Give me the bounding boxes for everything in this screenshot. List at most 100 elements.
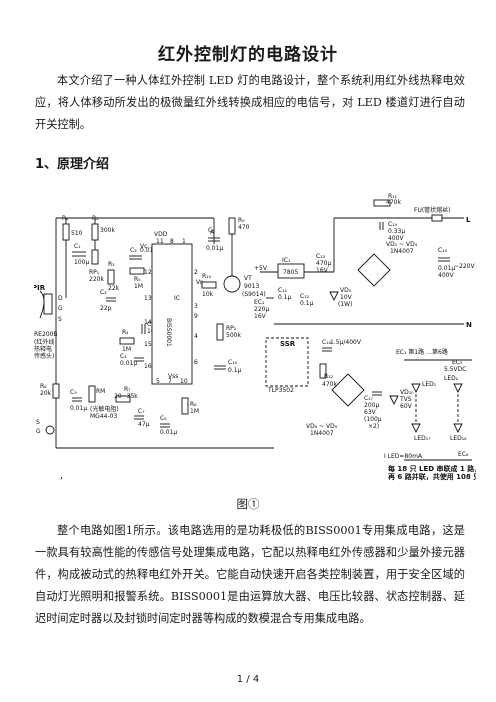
rm-model: MG44-03 <box>90 413 117 420</box>
vt-model-alt: (S9014) <box>242 291 266 298</box>
c6-label: C₆ <box>208 227 215 234</box>
led1-label: LED₁ <box>422 381 437 388</box>
vd10-voltage: 60V <box>400 403 413 410</box>
pin-4: 4 <box>194 333 198 340</box>
rm-photoresistor <box>88 385 96 403</box>
r5-resistor <box>129 267 145 275</box>
c4-label: C₄ <box>120 353 127 360</box>
led18-label: LED₁₈ <box>450 435 467 442</box>
page-number: 1 / 4 <box>236 674 260 685</box>
c15-rating: 400V <box>438 272 454 279</box>
pin-9: 9 <box>194 313 198 320</box>
pin-8: 8 <box>170 238 174 245</box>
r7-value: 20~35k <box>114 393 138 400</box>
c1-value: 100μ <box>74 259 89 266</box>
r8-label: R₈ <box>40 383 47 390</box>
c3-label: C₃ <box>130 247 137 254</box>
bridge-rectifier-1 <box>357 253 391 287</box>
c9-value: 0.01μ <box>70 405 87 412</box>
schematic-svg: R₁ 510 R₂ 300k C₁ 100μ RP₁ 220k R₃ 22k C… <box>34 188 476 492</box>
c16-value: 1.5μ/400V <box>330 339 362 346</box>
ssr-label: SSR <box>280 340 296 348</box>
r11-label: R₁₁ <box>388 193 398 200</box>
c2-label: C₂ <box>100 289 107 296</box>
r7-label: R₇ <box>124 386 131 393</box>
c17-rating: 63V <box>364 409 377 416</box>
r3-label: R₃ <box>108 261 115 268</box>
ec6-label: EC₆ <box>458 451 469 458</box>
c14-label: C₁₄ <box>388 221 398 228</box>
vd5-power: (1W) <box>338 301 352 308</box>
pir-pin-d: D <box>58 295 63 302</box>
r12-label: R₁₂ <box>324 373 334 380</box>
pin-10: 10 <box>180 378 188 385</box>
vt-model: 9013 <box>244 283 259 290</box>
pir-model: RE200B <box>34 331 58 338</box>
section-heading: 1、原理介绍 <box>35 157 110 172</box>
ssr-box <box>265 337 309 387</box>
r7-resistor <box>115 395 131 403</box>
r6-value: 1M <box>190 408 199 415</box>
pir-note-3: 传感头) <box>34 352 54 360</box>
ic-biss0001 <box>151 243 193 385</box>
c11-label: C₁₁ <box>278 287 288 294</box>
c15-value: 0.01μ <box>438 265 455 272</box>
pin-14: 14 <box>144 319 152 326</box>
r2-value: 300k <box>100 227 115 234</box>
line-n-label: N <box>466 321 472 329</box>
photo-sensor-icon <box>45 425 55 435</box>
vd1-label: VD₁ ~ VD₄ <box>386 241 418 248</box>
rp2-resistor <box>216 323 224 341</box>
c8-label: C₈ <box>160 415 167 422</box>
ic1-label: IC₁ <box>282 257 291 264</box>
pir-label: PIR <box>34 284 46 292</box>
r4-value: 1M <box>122 346 131 353</box>
r2-resistor <box>91 223 99 241</box>
led2-icon <box>453 383 463 394</box>
ssr-model: TLP3502 <box>267 387 294 394</box>
pin-vdd: VDD <box>154 231 168 238</box>
vd10-type: TVS <box>399 396 412 403</box>
ic-label: IC <box>174 295 180 302</box>
r9-value: 470 <box>238 224 250 231</box>
led1-icon <box>411 383 421 394</box>
vd1-model: 1N4007 <box>390 248 414 255</box>
rm-label: RM <box>96 388 105 395</box>
c8-value: 0.01μ <box>160 429 177 436</box>
c6-value: 0.01μ <box>206 245 223 252</box>
c12-value: 0.1μ <box>300 300 314 307</box>
r2-label: R₂ <box>92 215 99 222</box>
vd10-label: VD₁₀ <box>400 389 414 396</box>
pin-15: 15 <box>144 341 152 348</box>
pin-1: 1 <box>182 238 186 245</box>
led2-label: LED₂ <box>444 375 459 382</box>
c17-note-1: (100μ <box>364 416 382 423</box>
ec1-label: EC₁ <box>254 299 265 306</box>
fuse <box>431 214 443 222</box>
r6-resistor <box>181 397 189 415</box>
led-strings-header: EC₁ 第1路 …第6路 <box>396 348 448 356</box>
pin-vo: Vo <box>196 279 204 286</box>
c10-value: 0.1μ <box>228 367 242 374</box>
rm-note: (光敏电阻) <box>90 405 119 413</box>
pin-12: 12 <box>144 269 152 276</box>
plus5v-label: +5V <box>254 265 268 272</box>
c10-label: C₁₀ <box>228 359 238 366</box>
bottom-pin-g: G <box>36 428 41 435</box>
c12-label: C₁₂ <box>300 293 310 300</box>
body-paragraph: 整个电路如图1所示。该电路选用的是功耗极低的BISS0001专用集成电路，这是一… <box>35 524 465 625</box>
r4-resistor <box>119 337 135 345</box>
vd10-tvs <box>389 395 399 406</box>
c15-label: C₁₅ <box>438 247 448 254</box>
pir-sensor-body <box>43 293 53 315</box>
pin-7: 7 <box>168 378 172 385</box>
r10-value: 10k <box>202 291 214 298</box>
c2-value: 22p <box>100 305 112 312</box>
ec5-label: EC₅ <box>452 359 463 366</box>
rp1-label: RP₁ <box>89 269 100 276</box>
pin-6: 6 <box>194 359 198 366</box>
c7-value: 47μ <box>138 421 150 428</box>
r3-value: 22k <box>108 285 120 292</box>
led-current-label: I LED=80mA <box>384 453 423 460</box>
c13-value: 470μ <box>316 260 331 267</box>
